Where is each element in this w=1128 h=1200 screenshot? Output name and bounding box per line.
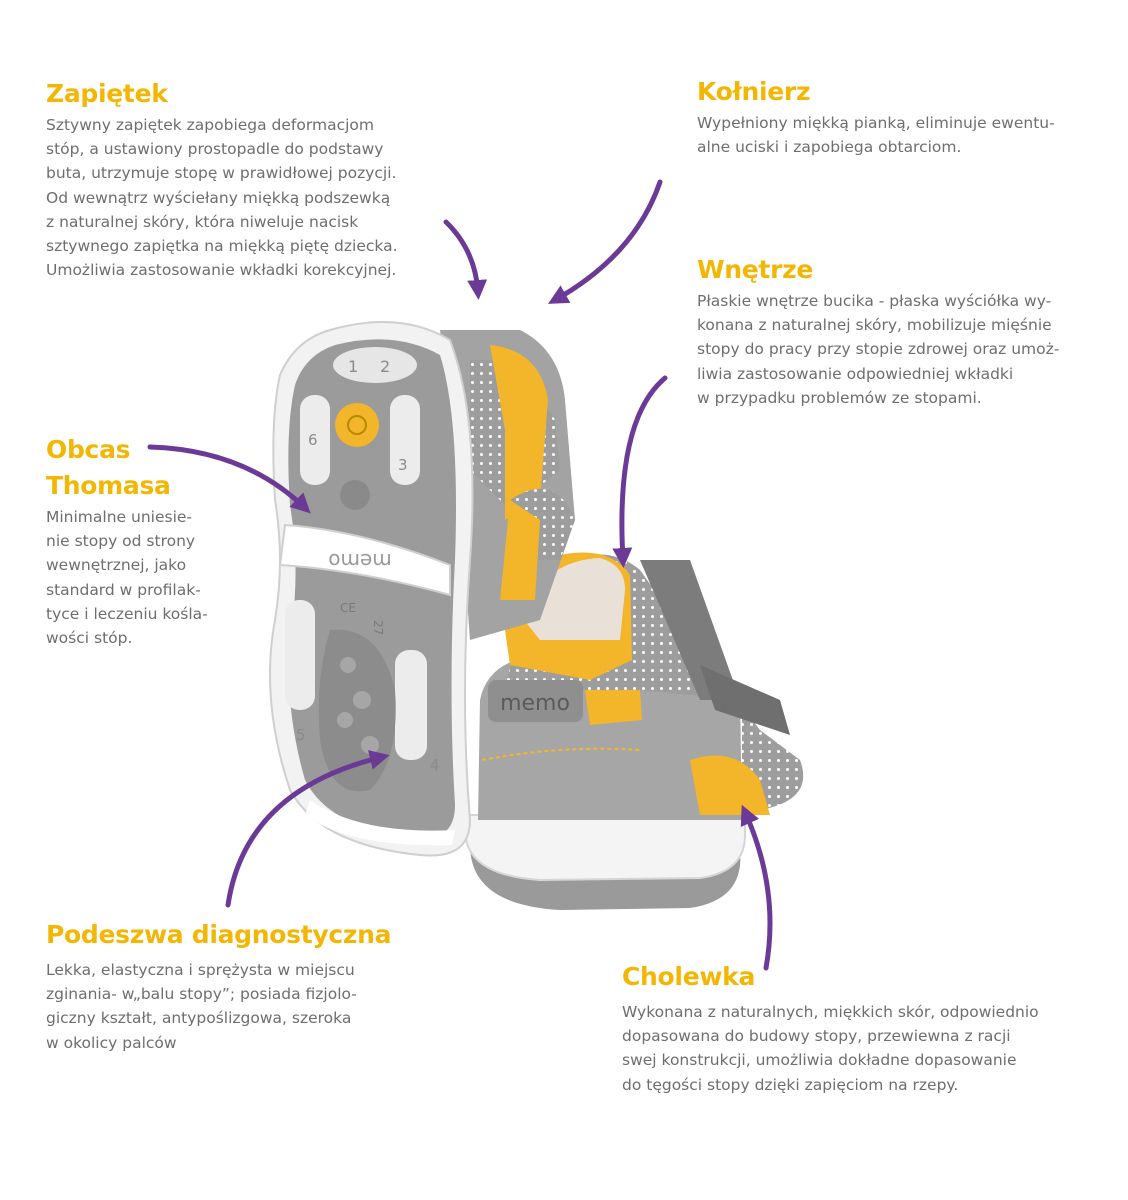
section-obcas: Obcas Thomasa Minimalne uniesie- nie sto…: [46, 433, 236, 650]
arrow-cholewka: [740, 804, 773, 971]
section-kolnierz: Kołnierz Wypełniony miękką pianką, elimi…: [697, 75, 1107, 159]
section-zapietek: Zapiętek Sztywny zapiętek zapobiega defo…: [46, 77, 446, 282]
section-cholewka: Cholewka Wykonana z naturalnych, miękkic…: [622, 960, 1102, 1097]
wnetrze-text: Płaskie wnętrze bucika - płaska wyściółk…: [697, 292, 1060, 407]
podeszwa-title: Podeszwa diagnostyczna: [46, 920, 392, 949]
sole-number-4: 4: [430, 756, 440, 774]
tab-brand-label: memo: [500, 691, 570, 716]
arrow-obcas: [147, 444, 311, 514]
arrow-wnetrze: [612, 375, 668, 568]
cholewka-text: Wykonana z naturalnych, miękkich skór, o…: [622, 1003, 1039, 1094]
outsole: 1 2 6 3 memo 27 CE 5 4: [269, 321, 474, 857]
sole-number-5: 5: [296, 726, 306, 744]
annotation-arrows: [147, 179, 773, 971]
kolnierz-text: Wypełniony miękką pianką, eliminuje ewen…: [697, 114, 1055, 157]
obcas-title-line1: Obcas: [46, 435, 131, 464]
back-view-shoe: memo: [464, 552, 804, 910]
cholewka-title: Cholewka: [622, 962, 756, 991]
sole-number-3: 3: [398, 456, 408, 474]
sole-size-label: 27: [371, 620, 385, 635]
arrow-zapietek: [443, 219, 488, 300]
section-podeszwa: Podeszwa diagnostyczna Lekka, elastyczna…: [46, 918, 466, 1055]
podeszwa-text: Lekka, elastyczna i sprężysta w miejscu …: [46, 961, 357, 1052]
sole-ce-mark: CE: [340, 601, 356, 615]
arrow-kolnierz: [548, 179, 663, 304]
sole-number-1: 1: [348, 357, 358, 376]
sole-number-2: 2: [380, 357, 390, 376]
obcas-title-line2: Thomasa: [46, 471, 171, 500]
side-shoe-upper: [440, 330, 575, 640]
section-wnetrze: Wnętrze Płaskie wnętrze bucika - płaska …: [697, 253, 1107, 410]
wnetrze-title: Wnętrze: [697, 255, 814, 284]
obcas-text: Minimalne uniesie- nie stopy od strony w…: [46, 508, 208, 648]
sole-number-6: 6: [308, 431, 318, 449]
kolnierz-title: Kołnierz: [697, 77, 811, 106]
arrow-podeszwa: [225, 750, 390, 908]
sole-brand-label: memo: [328, 549, 392, 573]
zapietek-title: Zapiętek: [46, 79, 168, 108]
zapietek-text: Sztywny zapiętek zapobiega deformacjom s…: [46, 116, 398, 280]
